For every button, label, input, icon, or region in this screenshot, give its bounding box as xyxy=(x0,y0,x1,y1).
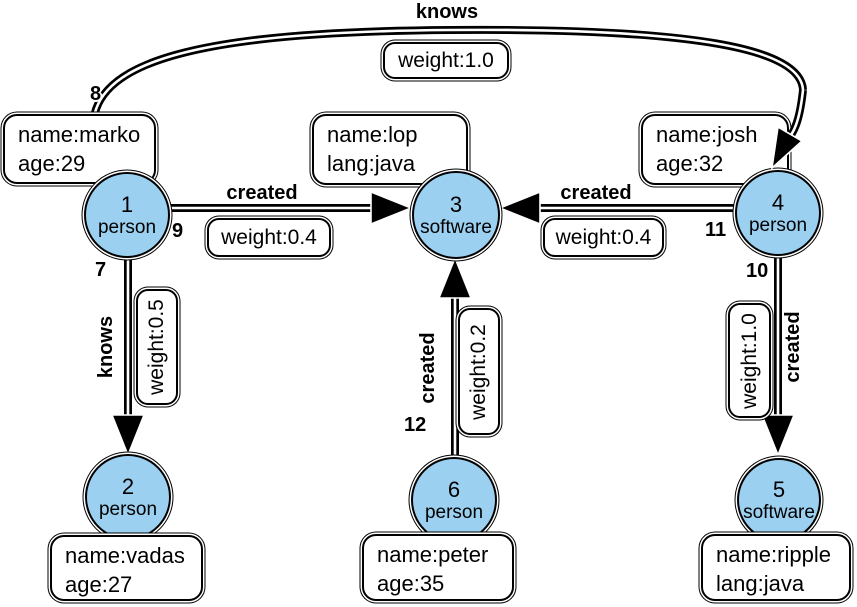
node-type: software xyxy=(420,217,492,238)
edge-label-created-1-3: created xyxy=(226,182,298,204)
edge-label-knows-1-4: knows xyxy=(415,1,479,23)
prop-line: lang:java xyxy=(716,571,805,596)
node-type: person xyxy=(424,502,484,523)
node-id: 4 xyxy=(771,190,785,215)
weight-value: weight:0.4 xyxy=(221,225,317,249)
prop-line: name:josh xyxy=(656,122,758,147)
node-id: 6 xyxy=(447,477,461,502)
weight-box-knows-1-2: weight:0.5 xyxy=(136,289,178,405)
edge-created-4-3-arrowhead xyxy=(497,190,541,226)
edge-created-6-3-arrowhead xyxy=(437,255,473,299)
weight-value: weight:0.4 xyxy=(555,225,652,249)
edge-created-1-3-arrowhead xyxy=(370,190,414,226)
prop-line: lang:java xyxy=(327,151,416,176)
weight-value: weight:0.5 xyxy=(145,299,169,395)
edge-id-8: 8 xyxy=(90,83,102,105)
node-3: 3 software xyxy=(412,171,500,259)
weight-value: weight:1.0 xyxy=(737,312,761,409)
prop-line: age:27 xyxy=(65,572,133,597)
props-node-3: name:lop lang:java xyxy=(312,114,468,185)
weight-value: weight:0.2 xyxy=(467,323,491,420)
node-1: 1 person xyxy=(84,172,170,258)
node-id: 1 xyxy=(120,192,134,217)
prop-line: name:ripple xyxy=(716,542,831,567)
prop-line: age:32 xyxy=(656,151,724,176)
props-node-6: name:peter age:35 xyxy=(362,534,514,601)
prop-line: age:29 xyxy=(18,151,86,176)
edge-id-7: 7 xyxy=(95,259,107,281)
node-type: person xyxy=(748,215,808,236)
weight-box-knows-1-4: weight:1.0 xyxy=(383,42,509,79)
prop-line: name:marko xyxy=(18,122,141,147)
weight-value: weight:1.0 xyxy=(398,48,494,72)
weight-box-created-4-3: weight:0.4 xyxy=(543,218,664,257)
prop-line: name:peter xyxy=(377,542,489,567)
node-type: person xyxy=(97,217,157,238)
props-node-2: name:vadas age:27 xyxy=(50,535,203,601)
edge-knows-1-4-core xyxy=(91,28,805,173)
node-6: 6 person xyxy=(411,457,497,543)
node-id: 2 xyxy=(121,474,135,499)
node-id: 5 xyxy=(772,477,786,502)
props-node-5: name:ripple lang:java xyxy=(701,534,851,601)
edge-id-10: 10 xyxy=(746,260,769,282)
edge-id-9: 9 xyxy=(172,220,184,242)
node-4: 4 person xyxy=(735,170,821,256)
edge-id-12: 12 xyxy=(404,414,427,436)
edge-knows-1-2-arrowhead xyxy=(110,414,146,458)
node-type: person xyxy=(98,499,158,520)
prop-line: name:vadas xyxy=(65,543,185,568)
node-id: 3 xyxy=(449,192,463,217)
edge-created-4-5-arrowhead xyxy=(760,414,796,458)
node-2: 2 person xyxy=(85,454,171,540)
edge-id-11: 11 xyxy=(705,219,727,241)
prop-line: name:lop xyxy=(327,122,418,147)
edge-label-created-6-3: created xyxy=(417,332,439,404)
node-5: 5 software xyxy=(737,458,821,542)
node-type: software xyxy=(743,502,815,523)
weight-box-created-6-3: weight:0.2 xyxy=(458,308,500,435)
prop-line: age:35 xyxy=(377,571,445,596)
edge-label-created-4-5: created xyxy=(782,311,804,383)
edge-label-created-4-3: created xyxy=(560,182,632,204)
edge-label-knows-1-2: knows xyxy=(95,315,117,379)
weight-box-created-1-3: weight:0.4 xyxy=(207,218,331,257)
weight-box-created-4-5: weight:1.0 xyxy=(728,303,771,418)
